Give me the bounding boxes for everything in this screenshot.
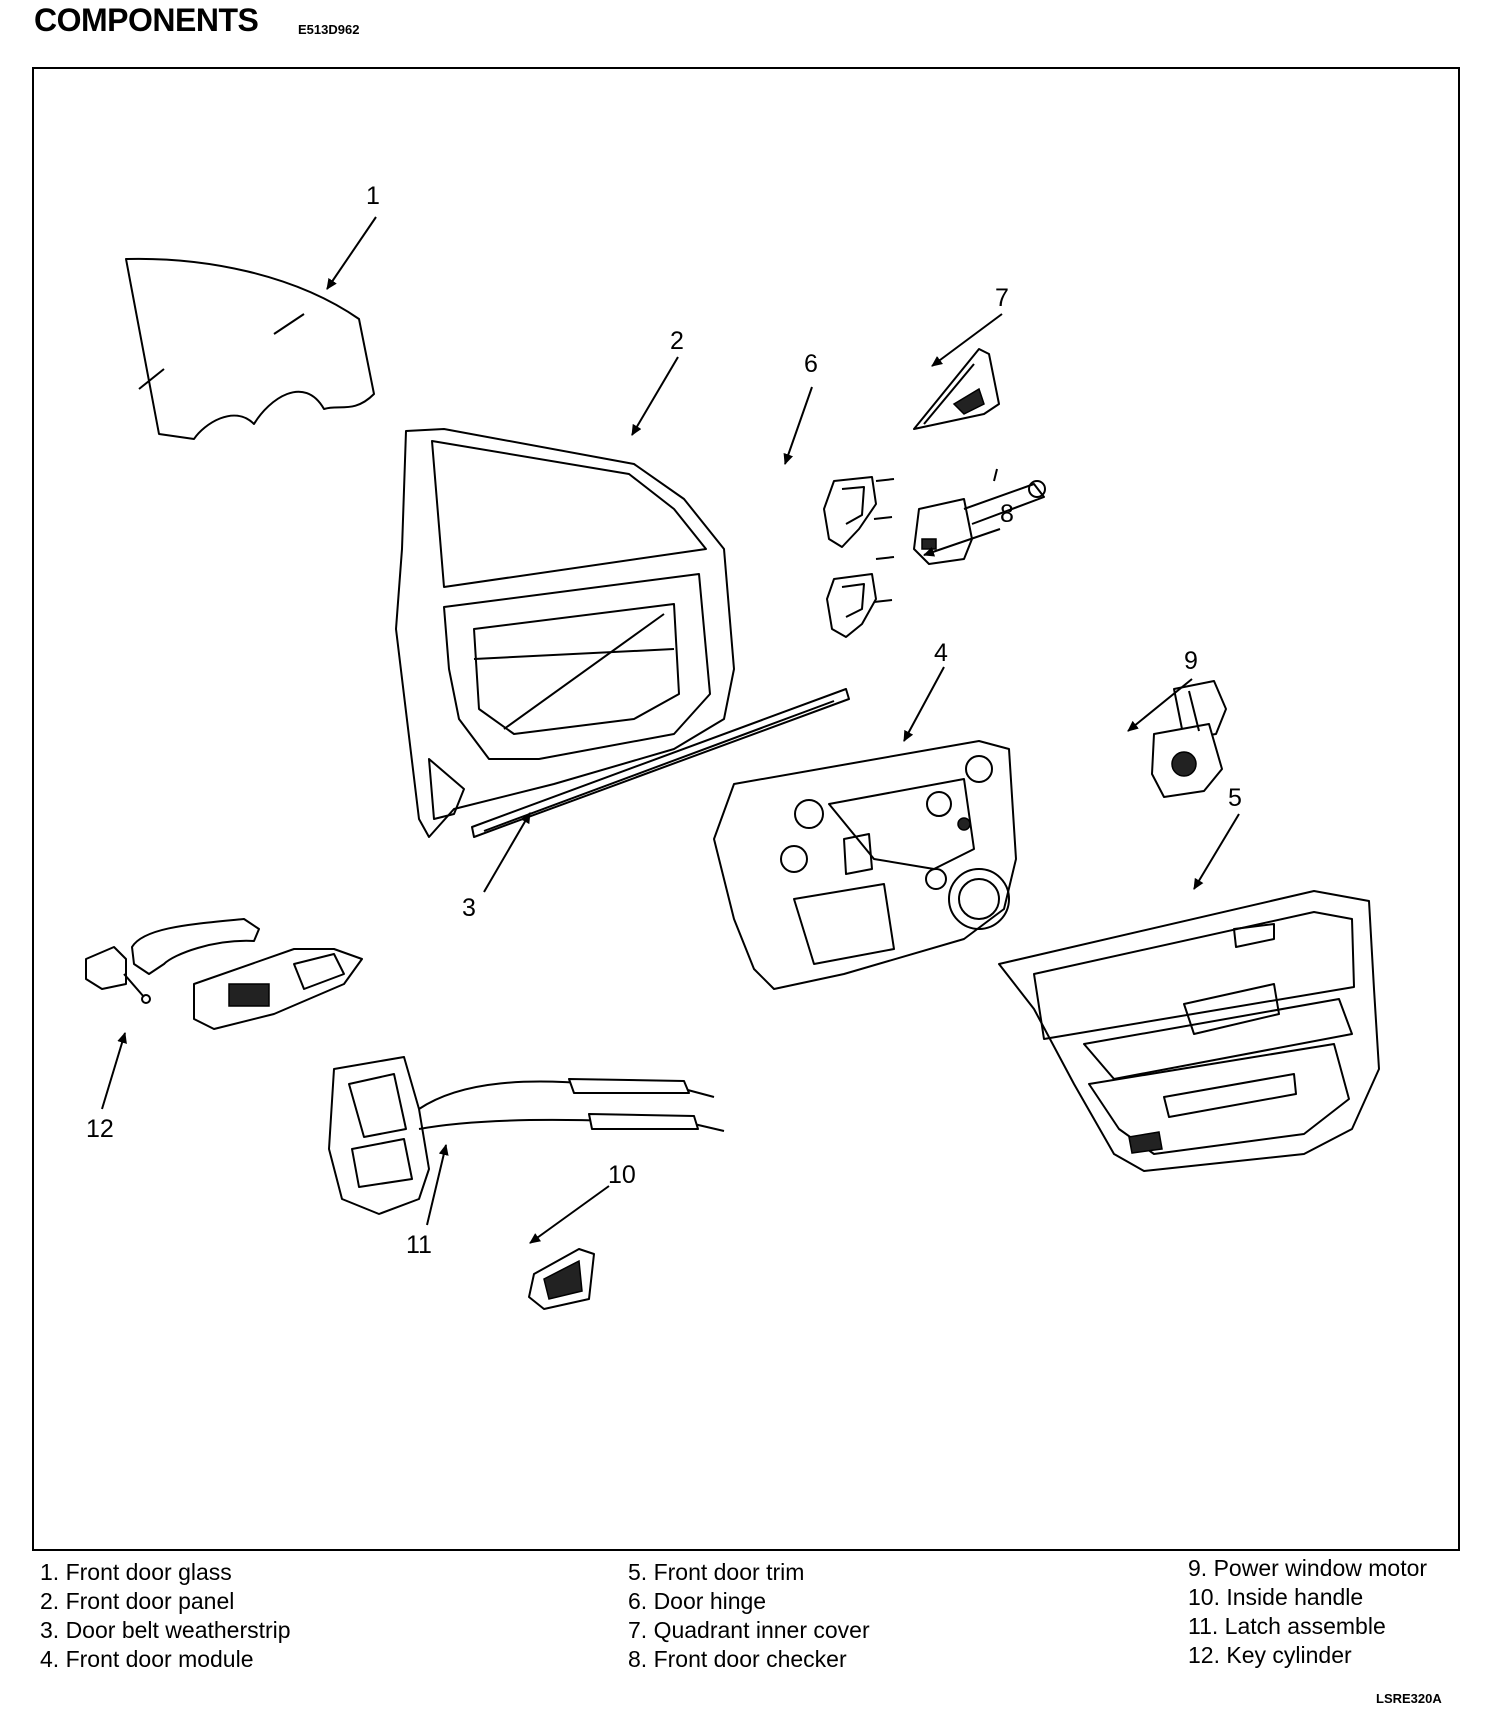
arrow-6	[783, 386, 813, 465]
arrow-12	[101, 1032, 127, 1110]
key-cylinder	[85, 946, 151, 1004]
inside-handle	[528, 1248, 595, 1310]
legend-item: 9. Power window motor	[1188, 1555, 1428, 1581]
legend-column-3: 9. Power window motor 10. Inside handle …	[1188, 1554, 1427, 1670]
diagram-canvas: 1 2 3 4 5 6 7 8 9 10 11 12	[85, 182, 1380, 1310]
front-door-panel	[395, 428, 735, 838]
legend-item: 4. Front door module	[40, 1646, 254, 1672]
power-window-motor	[1151, 680, 1227, 798]
callout-1: 1	[366, 182, 380, 210]
arrow-9	[1127, 678, 1193, 732]
door-belt-weatherstrip	[471, 688, 850, 838]
figure-code: LSRE320A	[1376, 1691, 1442, 1706]
legend-column-2: 5. Front door trim 6. Door hinge 7. Quad…	[628, 1558, 870, 1674]
callout-8: 8	[1000, 500, 1014, 528]
document-code: E513D962	[298, 22, 360, 37]
callout-6: 6	[804, 350, 818, 378]
leader-arrows	[101, 216, 1240, 1244]
quadrant-inner-cover	[913, 348, 1000, 430]
arrow-11	[426, 1144, 449, 1226]
legend-item: 6. Door hinge	[628, 1588, 767, 1614]
legend-item: 5. Front door trim	[628, 1559, 805, 1585]
door-hinge	[823, 476, 895, 638]
outside-handle	[131, 918, 363, 1030]
arrow-7	[931, 313, 1003, 367]
legend-item: 1. Front door glass	[40, 1559, 232, 1585]
legend-item: 8. Front door checker	[628, 1646, 847, 1672]
legend-item: 3. Door belt weatherstrip	[40, 1617, 291, 1643]
arrow-4	[903, 666, 945, 742]
front-door-trim	[998, 890, 1380, 1172]
arrow-1	[326, 216, 377, 290]
callout-9: 9	[1184, 647, 1198, 675]
arrow-2	[631, 356, 679, 436]
arrow-5	[1193, 813, 1240, 890]
callout-3: 3	[462, 894, 476, 922]
callout-2: 2	[670, 327, 684, 355]
callout-12: 12	[86, 1115, 114, 1143]
arrow-10	[529, 1185, 610, 1244]
legend-item: 2. Front door panel	[40, 1588, 235, 1614]
front-door-glass	[125, 257, 375, 440]
exploded-diagram: 1 2 3 4 5 6 7 8 9 10 11 12	[32, 67, 1460, 1551]
legend-item: 12. Key cylinder	[1188, 1642, 1352, 1668]
page-title: COMPONENTS	[34, 2, 259, 38]
legend-item: 11. Latch assemble	[1188, 1613, 1386, 1639]
callout-10: 10	[608, 1161, 636, 1189]
callout-11: 11	[406, 1231, 432, 1259]
legend-item: 7. Quadrant inner cover	[628, 1617, 870, 1643]
callout-7: 7	[995, 284, 1009, 312]
latch-assemble	[328, 1056, 725, 1215]
front-door-checker	[913, 468, 1046, 565]
front-door-module	[713, 740, 1017, 990]
callout-4: 4	[934, 639, 948, 667]
arrow-3	[483, 812, 531, 893]
legend-column-1: 1. Front door glass 2. Front door panel …	[40, 1558, 291, 1674]
arrow-8	[923, 528, 1001, 557]
legend-item: 10. Inside handle	[1188, 1584, 1364, 1610]
callout-5: 5	[1228, 784, 1242, 812]
